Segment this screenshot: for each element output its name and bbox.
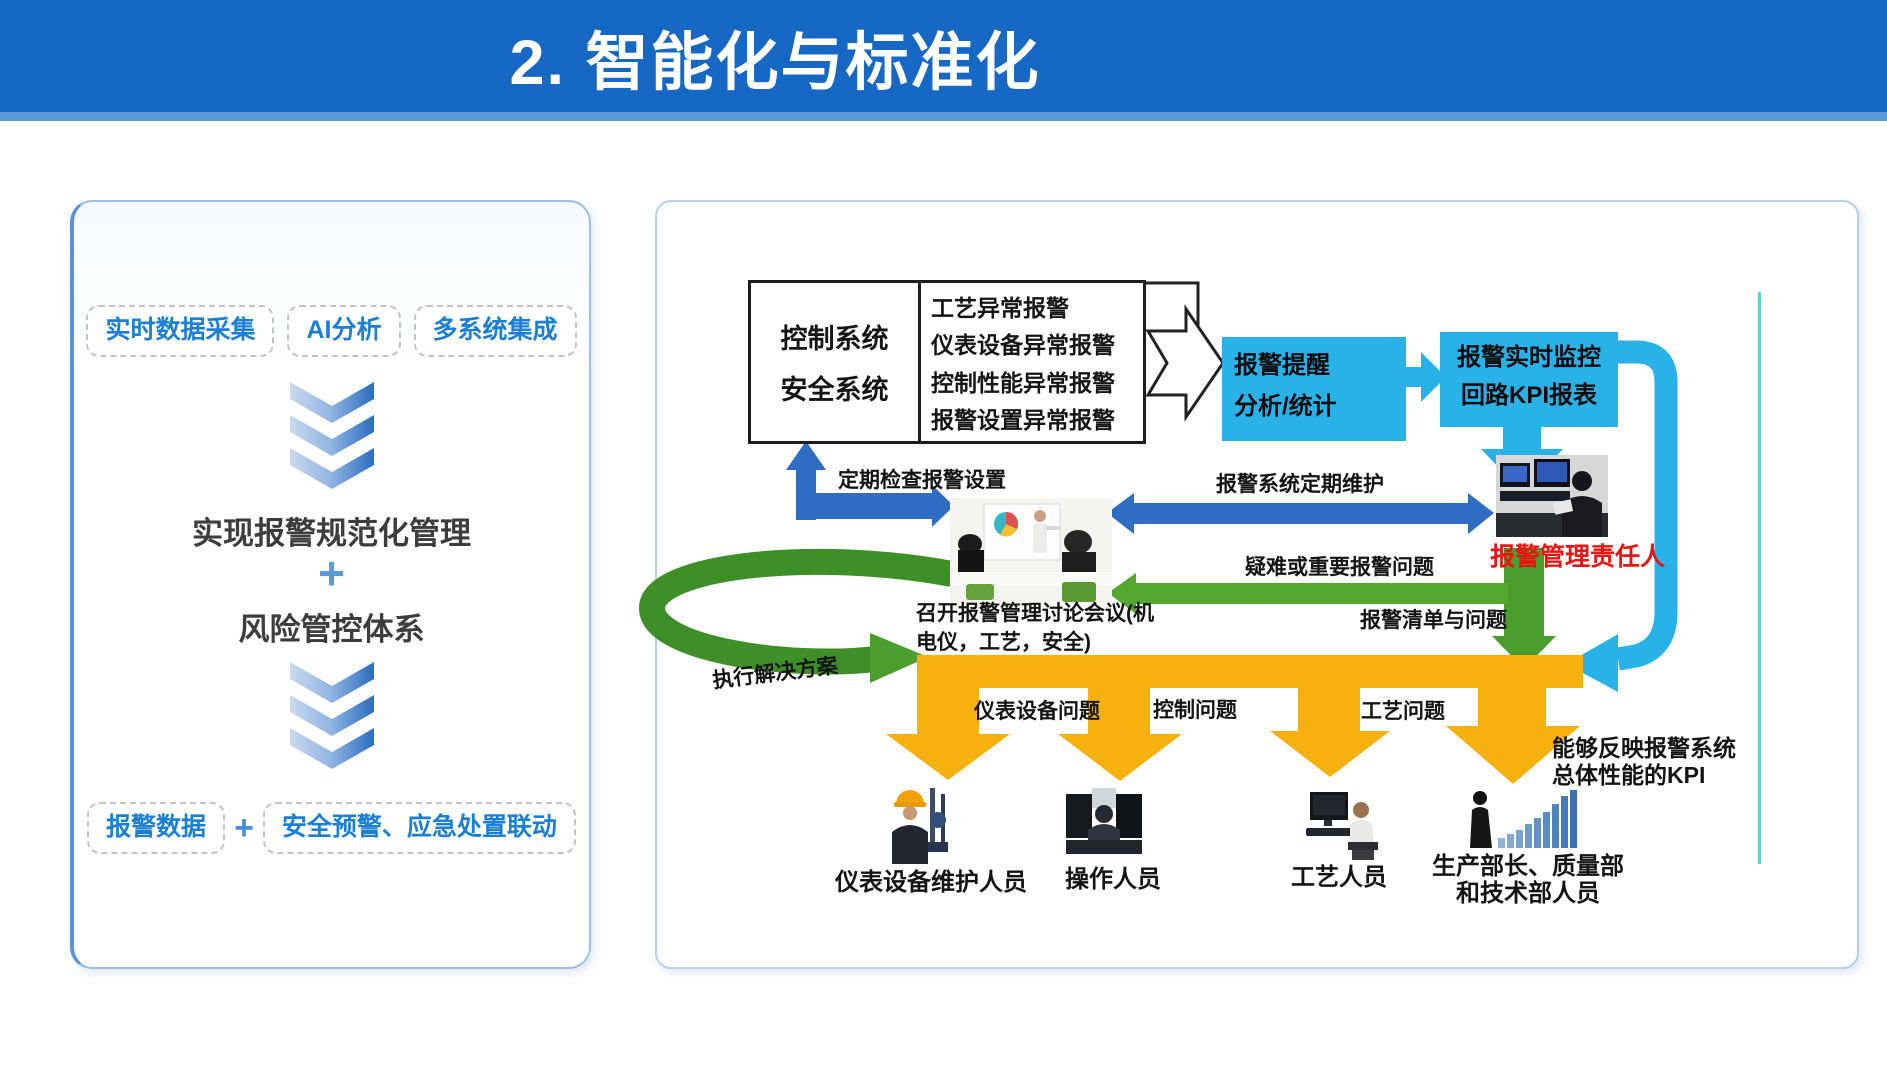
alarm-data-box: 报警数据 (87, 802, 226, 854)
output-boxes-row: 报警数据 + 安全预警、应急处置联动 (74, 802, 589, 854)
alarm-manager-workstation-photo (1496, 455, 1608, 537)
alert-line: 报警提醒 (1234, 352, 1330, 379)
result-text-line1: 实现报警规范化管理 (192, 516, 471, 551)
monitor-kpi-box: 报警实时监控 回路KPI报表 (1440, 332, 1618, 427)
frame-edge-line (1758, 292, 1761, 864)
role-operator: 操作人员 (1065, 866, 1161, 893)
input-box-multisystem: 多系统集成 (413, 305, 577, 357)
label-meeting: 召开报警管理讨论会议(机 电仪，工艺，安全) (916, 602, 1154, 654)
alarm-type: 控制性能异常报警 (931, 369, 1115, 396)
page-title: 2. 智能化与标准化 (509, 28, 1041, 98)
label-kpi: 能够反映报警系统 总体性能的KPI (1552, 735, 1736, 788)
label-control-issue: 控制问题 (1153, 699, 1237, 722)
label-difficult-issues: 疑难或重要报警问题 (1245, 556, 1434, 579)
alarm-types: 工艺异常报警 仪表设备异常报警 控制性能异常报警 报警设置异常报警 (921, 283, 1143, 441)
role-management: 生产部长、质量部 和技术部人员 (1432, 853, 1624, 907)
plus-icon: + (234, 809, 254, 847)
process-engineer-icon (1306, 792, 1380, 860)
input-box-ai-analysis: AI分析 (287, 305, 401, 357)
result-text-line2: 风险管控体系 (238, 612, 425, 647)
summary-panel: 实时数据采集 AI分析 多系统集成 实现报警规范化管理 + 风险管控体系 (70, 200, 591, 969)
role-process-staff: 工艺人员 (1291, 864, 1387, 891)
input-box-realtime-data: 实时数据采集 (86, 305, 275, 357)
header-bar (0, 0, 1887, 112)
system-alarm-box: 控制系统 安全系统 工艺异常报警 仪表设备异常报警 控制性能异常报警 报警设置异… (748, 280, 1146, 444)
chevron-down-icon (74, 662, 589, 772)
maintenance-worker-icon (884, 786, 952, 864)
kpi-report-line: 回路KPI报表 (1460, 382, 1597, 409)
chevron-down-icon (74, 382, 589, 492)
meeting-photo (950, 498, 1112, 602)
alert-analysis-box: 报警提醒 分析/统计 (1222, 337, 1406, 441)
label-process-issue: 工艺问题 (1361, 700, 1445, 723)
monitor-line: 报警实时监控 (1457, 344, 1601, 371)
label-alarm-list: 报警清单与问题 (1360, 609, 1507, 632)
label-alarm-manager: 报警管理责任人 (1490, 543, 1666, 571)
role-instrument-maintainer: 仪表设备维护人员 (835, 869, 1027, 896)
input-boxes-row: 实时数据采集 AI分析 多系统集成 (74, 305, 589, 357)
plus-icon: + (318, 547, 345, 599)
safety-system-label: 安全系统 (780, 375, 889, 405)
alarm-type: 工艺异常报警 (931, 294, 1069, 321)
alarm-type: 仪表设备异常报警 (931, 332, 1115, 359)
label-instrument-issue: 仪表设备问题 (974, 700, 1100, 723)
linkage-box: 安全预警、应急处置联动 (262, 802, 576, 854)
management-kpi-chart-icon (1464, 786, 1582, 854)
control-system-label: 控制系统 (780, 324, 889, 354)
label-check-settings: 定期检查报警设置 (838, 469, 1006, 492)
operator-console-icon (1066, 788, 1142, 860)
system-names: 控制系统 安全系统 (751, 283, 921, 441)
alarm-type: 报警设置异常报警 (931, 407, 1115, 434)
header-accent-strip (0, 112, 1887, 121)
analysis-line: 分析/统计 (1234, 393, 1337, 420)
label-maintenance: 报警系统定期维护 (1216, 473, 1384, 496)
